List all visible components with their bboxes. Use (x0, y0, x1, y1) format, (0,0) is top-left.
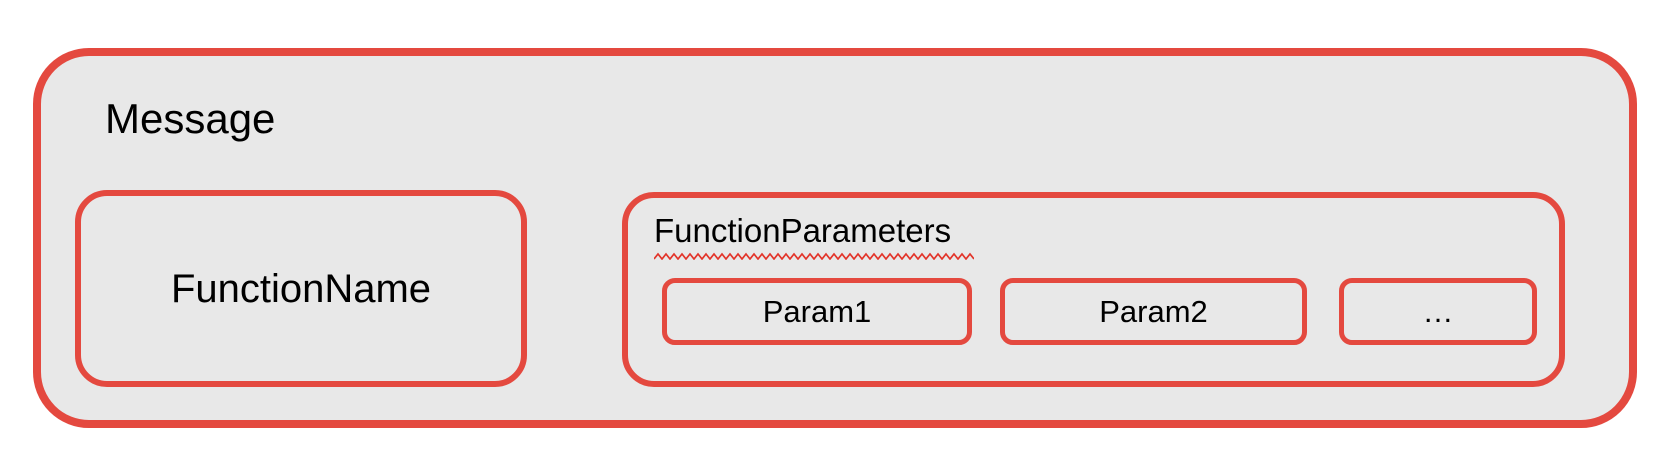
function-name-box: FunctionName (75, 190, 527, 387)
params-row: Param1 Param2 … (662, 278, 1537, 345)
spellcheck-squiggle-icon (654, 252, 974, 261)
param-box-2: Param2 (1000, 278, 1307, 345)
param-box-1: Param1 (662, 278, 972, 345)
param1-label: Param1 (762, 293, 872, 329)
function-parameters-label: FunctionParameters (654, 212, 952, 249)
param-box-ellipsis: … (1339, 278, 1537, 345)
message-label: Message (105, 95, 276, 142)
message-box: Message FunctionName FunctionParameters … (33, 48, 1637, 428)
function-name-label: FunctionName (170, 266, 432, 311)
param-ellipsis-label: … (1422, 293, 1454, 329)
function-parameters-label-wrap: FunctionParameters (654, 210, 974, 261)
param2-label: Param2 (1099, 293, 1208, 329)
function-parameters-box: FunctionParameters Param1 Param2 … (622, 192, 1565, 387)
